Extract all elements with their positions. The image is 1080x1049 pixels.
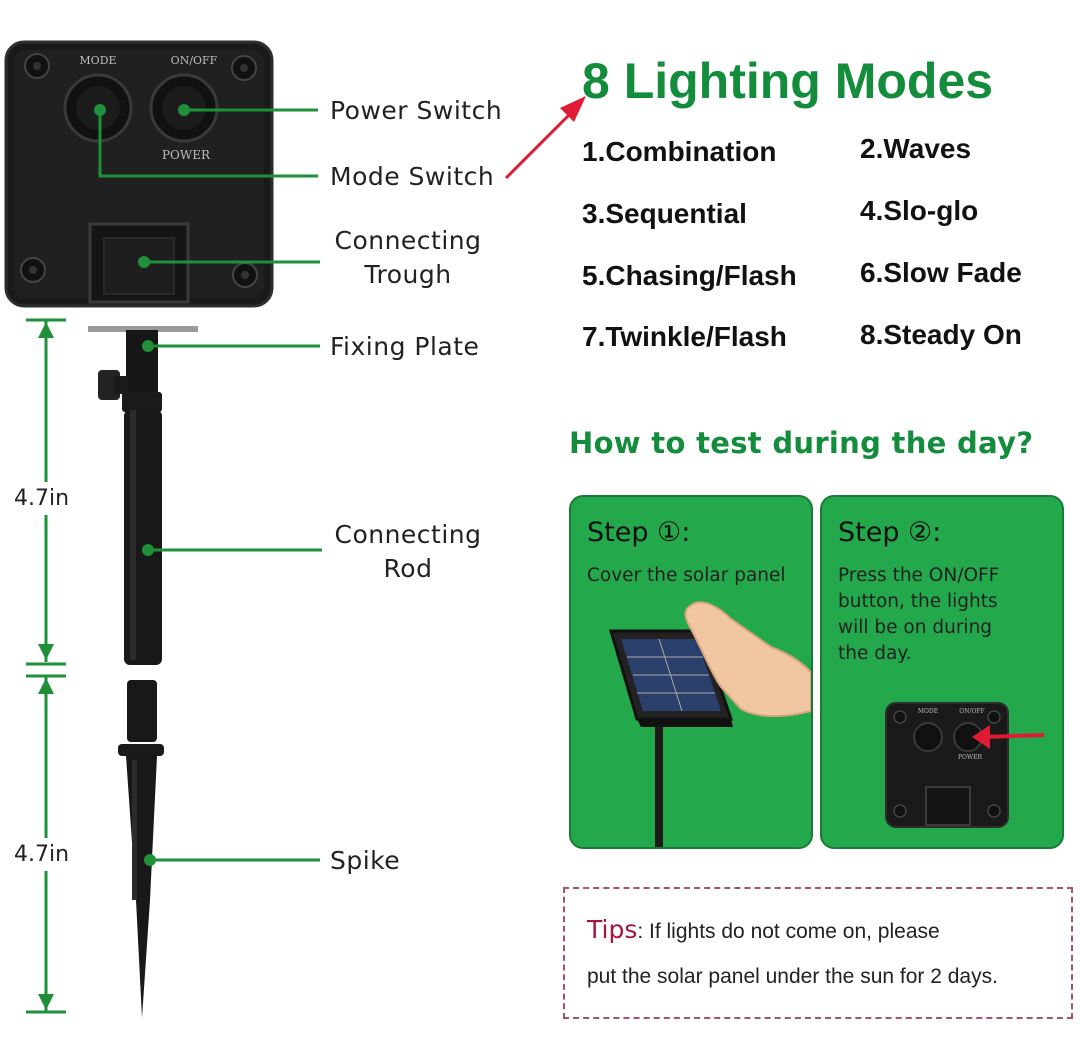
svg-text:POWER: POWER (958, 754, 983, 761)
tips-box: Tips: If lights do not come on, please p… (563, 887, 1073, 1019)
leader-lines (98, 108, 322, 862)
callout-dot (138, 256, 150, 268)
tips-line-1: Tips: If lights do not come on, please (587, 915, 940, 944)
callout-dot (94, 104, 106, 116)
spike (118, 680, 164, 1018)
mode-item: 2.Waves (860, 133, 972, 164)
step-title: Step ①: (587, 517, 691, 548)
callout-dot (142, 544, 154, 556)
arrow-icon (972, 725, 1045, 749)
spike-label: Spike (330, 846, 401, 875)
solar-panel-illustration (608, 601, 811, 847)
fixing-plate-label: Fixing Plate (330, 332, 480, 361)
screw-icon (232, 262, 258, 288)
step-card-2: MODE ON/OFF POWER Step ②: Press the ON/O… (820, 495, 1064, 849)
svg-text:ON/OFF: ON/OFF (959, 708, 984, 715)
mode-item: 8.Steady On (860, 319, 1022, 350)
step-description: Cover the solar panel (587, 565, 786, 586)
screw-icon (24, 53, 50, 79)
step-card-1: Step ①: Cover the solar panel (569, 495, 813, 849)
control-box-illustration: MODE ON/OFF POWER (885, 702, 1045, 828)
screw-icon (231, 55, 257, 81)
callout-dot (142, 340, 154, 352)
lighting-modes-title: 8 Lighting Modes (582, 53, 994, 109)
svg-text:MODE: MODE (918, 708, 938, 715)
mode-item: 4.Slo-glo (860, 195, 979, 226)
tips-line-2: put the solar panel under the sun for 2 … (587, 965, 998, 988)
connecting-rod-label: Connecting Rod (334, 520, 482, 583)
spike-length-label: 4.7in (14, 838, 70, 871)
mode-item: 1.Combination (582, 136, 777, 167)
power-switch-label: Power Switch (330, 96, 503, 125)
mode-item: 6.Slow Fade (860, 257, 1022, 288)
arrow-icon (504, 96, 586, 180)
mode-switch-label: Mode Switch (330, 162, 495, 191)
onoff-label: ON/OFF (171, 54, 218, 67)
hand-icon (684, 601, 811, 718)
step-title: Step ②: (838, 517, 942, 548)
mode-item: 5.Chasing/Flash (582, 260, 797, 291)
control-box: MODE ON/OFF POWER (4, 40, 274, 308)
test-heading: How to test during the day? (569, 426, 1034, 460)
tips-label: Tips (587, 915, 638, 944)
rod-length-label: 4.7in (14, 482, 70, 515)
connecting-rod (122, 392, 162, 665)
connecting-trough-label: Connecting Trough (334, 226, 482, 289)
mode-item: 3.Sequential (582, 198, 747, 229)
mode-item: 7.Twinkle/Flash (582, 321, 787, 352)
fixing-plate (88, 326, 198, 400)
tips-text: : If lights do not come on, please (637, 920, 940, 943)
callout-dot (178, 104, 190, 116)
screw-icon (20, 257, 46, 283)
dimension-lines (26, 318, 66, 1014)
mode-label: MODE (79, 54, 116, 67)
step-description: Press the ON/OFF button, the lights will… (838, 565, 1000, 664)
power-label: POWER (162, 148, 211, 162)
callout-dot (144, 854, 156, 866)
